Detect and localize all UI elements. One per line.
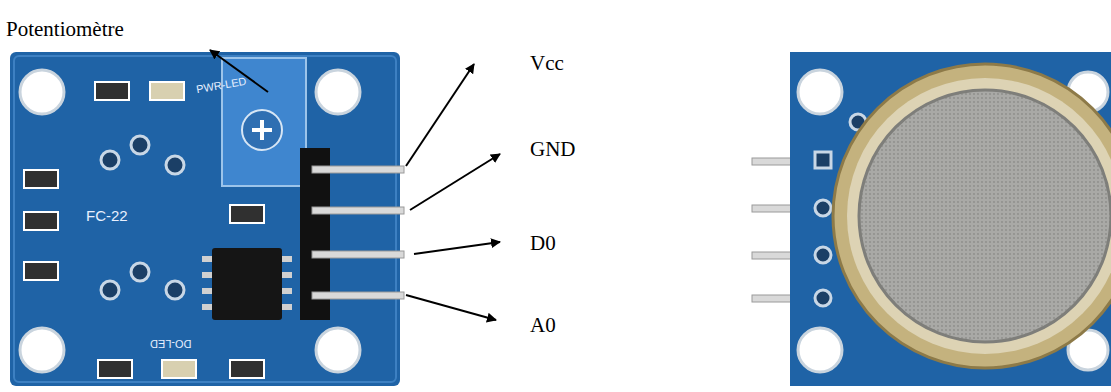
- leader-arrow: [414, 242, 500, 254]
- pcb-board: [10, 52, 400, 386]
- pin-label: GND: [530, 138, 576, 161]
- ic-chip: [212, 248, 282, 320]
- silkscreen-text: DO-LED: [150, 338, 192, 349]
- silkscreen-text: FC-22: [86, 208, 128, 223]
- leader-arrow: [406, 295, 496, 320]
- leader-arrow: [406, 64, 474, 166]
- pin-label: D0: [530, 232, 556, 255]
- leader-arrow: [410, 154, 500, 210]
- pin-label: A0: [530, 314, 556, 337]
- pin-label: Vcc: [530, 52, 564, 75]
- gas-sensor: [833, 64, 1111, 368]
- part-label: Potentiomètre: [6, 18, 124, 41]
